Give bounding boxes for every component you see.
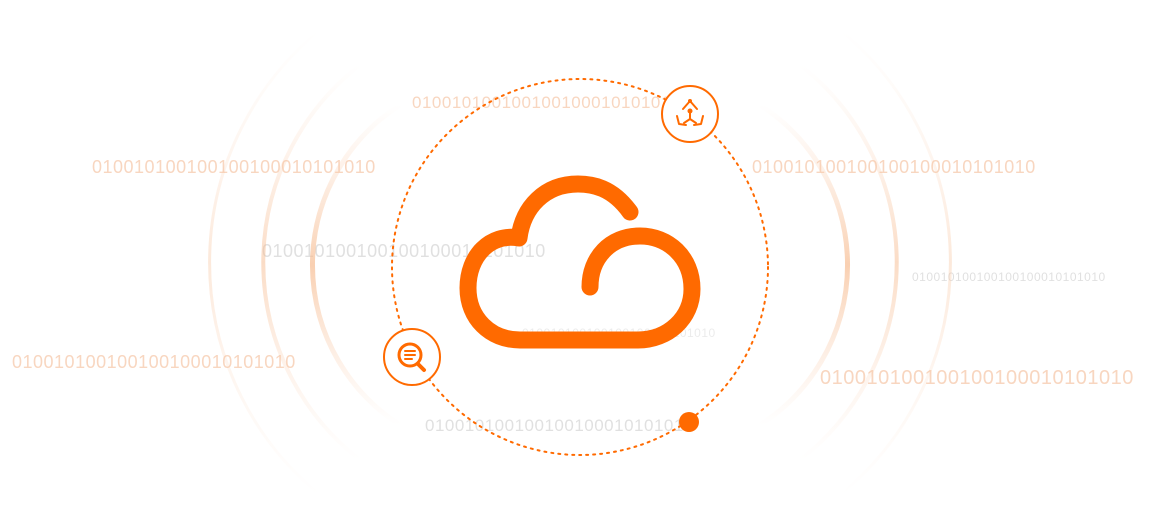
signal-arcs-left <box>208 28 402 497</box>
cloud-icon <box>459 175 701 349</box>
arc-left-outer <box>208 28 321 497</box>
binary-text-bottom: 010010100100100100010101010 <box>425 416 694 435</box>
binary-text-lower-right: 010010100100100100010101010 <box>820 367 1134 389</box>
signal-arcs-right <box>758 28 952 497</box>
arc-right-inner <box>758 102 851 428</box>
arc-left-inner <box>309 102 402 428</box>
orbit-ring <box>391 78 769 456</box>
binary-text-upper-left: 010010100100100100010101010 <box>92 157 376 177</box>
network-nodes-icon <box>661 85 719 143</box>
arc-right-middle <box>798 63 899 462</box>
binary-text-right-small: 010010100100100100010101010 <box>912 270 1106 284</box>
arc-left-middle <box>261 63 362 462</box>
arc-right-outer <box>839 28 952 497</box>
dot-marker-icon <box>679 412 699 432</box>
binary-text-top: 010010100100100100010101010 <box>412 93 681 112</box>
search-list-icon <box>383 328 441 386</box>
